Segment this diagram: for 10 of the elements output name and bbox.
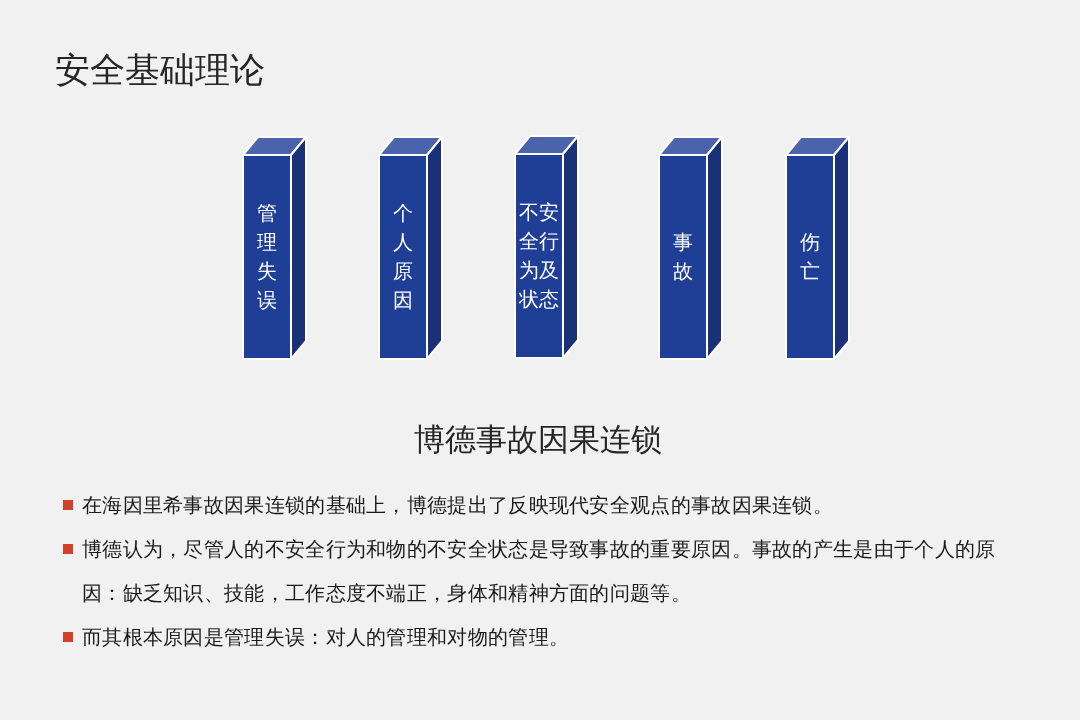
block-label: 不安全行为及状态 xyxy=(519,199,559,313)
block-label: 事故 xyxy=(673,229,693,285)
diagram-caption: 博德事故因果连锁 xyxy=(414,420,662,459)
page-title: 安全基础理论 xyxy=(55,49,265,92)
block-label: 管理失误 xyxy=(257,200,277,314)
bullet-text: 而其根本原因是管理失误：对人的管理和对物的管理。 xyxy=(82,624,571,651)
block-label: 个人原因 xyxy=(393,200,413,314)
bullet-text: 在海因里希事故因果连锁的基础上，博德提出了反映现代安全观点的事故因果连锁。 xyxy=(82,492,835,519)
block-label: 伤亡 xyxy=(800,229,820,285)
bullet-text: 博德认为，尽管人的不安全行为和物的不安全状态是导致事故的重要原因。事故的产生是由于个人的原因：缺乏知识、技能，工作态度不端正，身体和精神方面的问题等。 xyxy=(82,536,997,607)
